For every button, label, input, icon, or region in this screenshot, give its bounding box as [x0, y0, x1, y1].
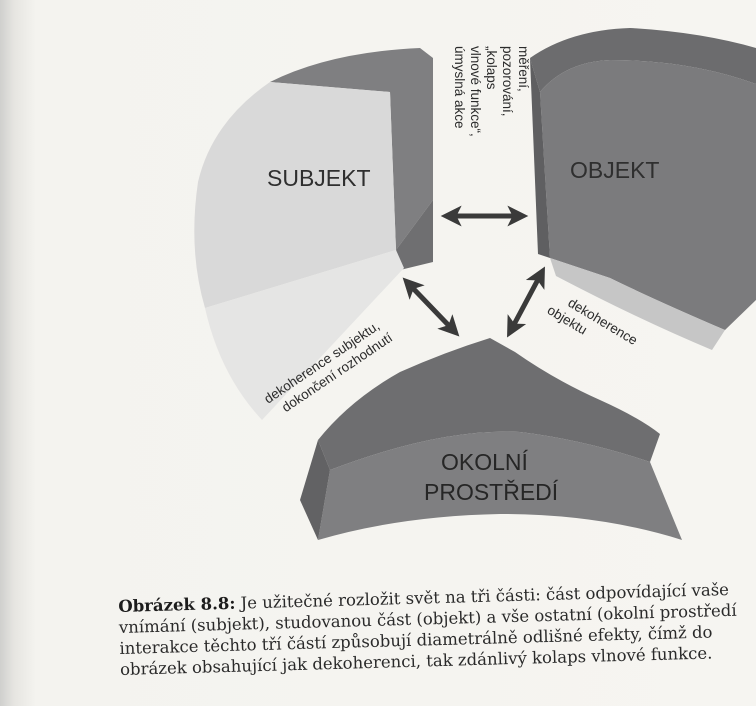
subject-block-side	[270, 48, 433, 250]
three-part-world-diagram: SUBJEKT OBJEKT OKOLNÍ PROSTŘEDÍ měření, …	[194, 28, 756, 540]
environment-block-face	[318, 431, 682, 540]
caption-label: Obrázek 8.8:	[118, 593, 236, 616]
interaction-line: „kolaps	[484, 46, 499, 90]
environment-label-line1: OKOLNÍ	[441, 449, 529, 475]
environment-block: OKOLNÍ PROSTŘEDÍ	[300, 338, 682, 540]
object-block-left-edge	[530, 58, 550, 258]
subject-environment-arrow	[402, 277, 460, 337]
environment-block-left-edge	[300, 440, 330, 540]
subject-block-lower	[205, 250, 404, 420]
subject-label: SUBJEKT	[267, 165, 371, 191]
object-block-bottom	[550, 258, 725, 350]
subject-object-interaction-label: měření, pozorování, „kolaps vlnové funkc…	[452, 46, 531, 137]
interaction-line: úmyslná akce	[452, 46, 467, 129]
subject-block-face	[194, 82, 396, 308]
object-environment-arrow	[507, 266, 545, 338]
interaction-line: měření,	[516, 46, 531, 92]
object-label: OBJEKT	[570, 157, 659, 183]
object-block-top	[530, 28, 756, 92]
object-block-face	[540, 60, 756, 330]
environment-label-line2: PROSTŘEDÍ	[424, 479, 559, 505]
figure-caption: Obrázek 8.8: Je užitečné rozložit svět n…	[118, 578, 756, 680]
subject-block-front	[396, 200, 433, 270]
interaction-line: vlnové funkce“,	[468, 46, 483, 137]
environment-block-top	[318, 338, 660, 470]
interaction-line: pozorování,	[500, 46, 515, 117]
subject-block: SUBJEKT	[194, 48, 433, 420]
object-block: OBJEKT	[530, 28, 756, 350]
